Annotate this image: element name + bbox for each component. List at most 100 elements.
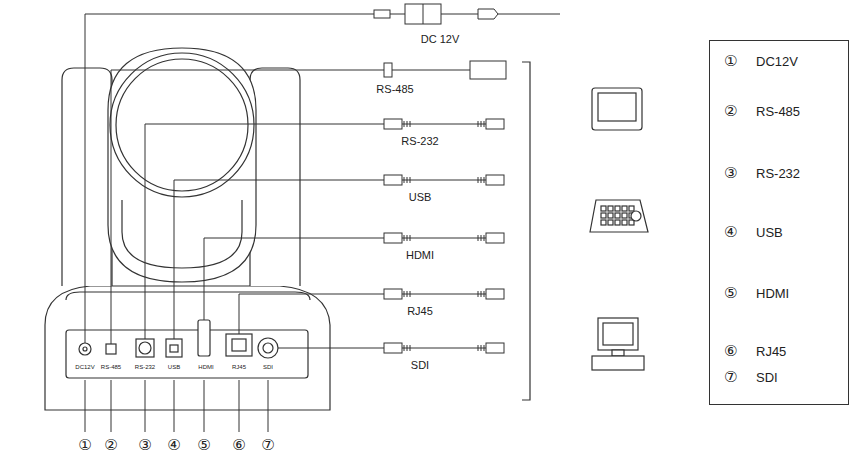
- key: [615, 220, 620, 225]
- monitor: [592, 88, 642, 130]
- strain-relief: [404, 235, 405, 241]
- callout-number: ⑤: [724, 286, 737, 301]
- strain-relief: [404, 121, 405, 127]
- leader-line: [174, 180, 384, 339]
- strain-relief: [484, 291, 485, 297]
- cable-plug: [486, 175, 504, 185]
- cable-label: SDI: [411, 360, 429, 371]
- keyboard-controller: [590, 200, 648, 232]
- legend-box: ①DC12V②RS-485③RS-232④USB⑤HDMI⑥RJ45⑦SDI: [709, 40, 849, 405]
- drawing-part: [601, 206, 641, 225]
- key: [615, 213, 620, 218]
- leader-line: [145, 124, 384, 339]
- cable-wire: [498, 14, 560, 15]
- key: [608, 206, 613, 211]
- key: [601, 206, 606, 211]
- ports: [79, 320, 278, 358]
- port-label: RS-232: [135, 364, 155, 370]
- base-edge: [66, 292, 310, 300]
- computer-case: [592, 356, 644, 370]
- strain-relief: [478, 177, 479, 183]
- strain-relief: [407, 121, 408, 127]
- usb-tongue: [170, 345, 178, 352]
- strain-relief: [410, 291, 411, 297]
- callout-line: [85, 380, 86, 432]
- callout-line: [111, 380, 112, 432]
- port-name: RS-232: [756, 167, 800, 180]
- computer-stand: [612, 350, 624, 356]
- usb-port: [166, 339, 182, 357]
- strain-relief: [410, 121, 411, 127]
- db9-connector: [470, 61, 506, 79]
- port-label: RS-485: [101, 364, 121, 370]
- port-name: RJ45: [756, 345, 786, 358]
- strain-relief: [407, 235, 408, 241]
- cable-wire: [392, 70, 470, 71]
- key: [622, 220, 627, 225]
- strain-relief: [484, 121, 485, 127]
- port-label: USB: [168, 364, 180, 370]
- port-label: HDMI: [198, 364, 213, 370]
- joystick: [631, 211, 641, 221]
- cable-plug: [486, 119, 504, 129]
- callout-number: ⑥: [232, 438, 245, 453]
- cable-label: USB: [409, 192, 432, 203]
- callout-number: ⑤: [197, 438, 210, 453]
- lens-ring: [110, 53, 254, 197]
- cable-plug: [384, 289, 402, 299]
- leader-line: [239, 294, 384, 334]
- computer-screen: [603, 323, 633, 345]
- connector-panel: [66, 330, 308, 378]
- rs232-socket: [139, 342, 151, 354]
- strain-relief: [481, 121, 482, 127]
- key: [622, 206, 627, 211]
- key: [608, 220, 613, 225]
- cable-wire: [390, 14, 405, 15]
- port-name: USB: [756, 226, 783, 239]
- port-label: DC12V: [75, 364, 94, 370]
- cable-plug: [384, 233, 402, 243]
- strain-relief: [407, 291, 408, 297]
- power-adapter: [405, 4, 441, 24]
- bracket-line: [522, 62, 530, 400]
- cable-plug: [486, 343, 504, 353]
- left-arm: [62, 68, 112, 286]
- callout-number: ③: [138, 438, 151, 453]
- cable-wire: [402, 180, 486, 181]
- devices: [590, 88, 648, 370]
- cable-plug: [486, 289, 504, 299]
- dc-pin: [83, 347, 87, 351]
- callout-line: [268, 380, 269, 432]
- cable-label: RS-485: [376, 84, 413, 95]
- lens: [116, 59, 248, 191]
- callout-number: ③: [724, 166, 737, 181]
- strain-relief: [484, 345, 485, 351]
- cable-label: RJ45: [407, 306, 433, 317]
- key: [601, 220, 606, 225]
- drawing-part: [384, 119, 504, 353]
- callout-number: ①: [78, 438, 91, 453]
- callout-number: ②: [104, 438, 117, 453]
- port-label: RJ45: [232, 364, 246, 370]
- camera-body: [45, 48, 330, 410]
- bracket: [522, 62, 530, 400]
- cable-wire: [402, 294, 486, 295]
- computer-monitor: [598, 318, 638, 350]
- strain-relief: [404, 177, 405, 183]
- cable-label: DC 12V: [421, 34, 460, 45]
- rj45-socket: [232, 339, 246, 351]
- dc-port: [79, 343, 91, 355]
- strain-relief: [410, 235, 411, 241]
- leader-line: [278, 348, 384, 349]
- callout-line: [174, 380, 175, 432]
- head-inner: [122, 200, 242, 268]
- cable-label: RS-232: [401, 136, 438, 147]
- hdmi-port: [198, 320, 210, 356]
- cable-plug: [384, 63, 392, 77]
- strain-relief: [478, 291, 479, 297]
- strain-relief: [481, 291, 482, 297]
- port-name: DC12V: [756, 55, 798, 68]
- adapter-seam: [423, 4, 424, 24]
- rj45-port: [226, 334, 252, 356]
